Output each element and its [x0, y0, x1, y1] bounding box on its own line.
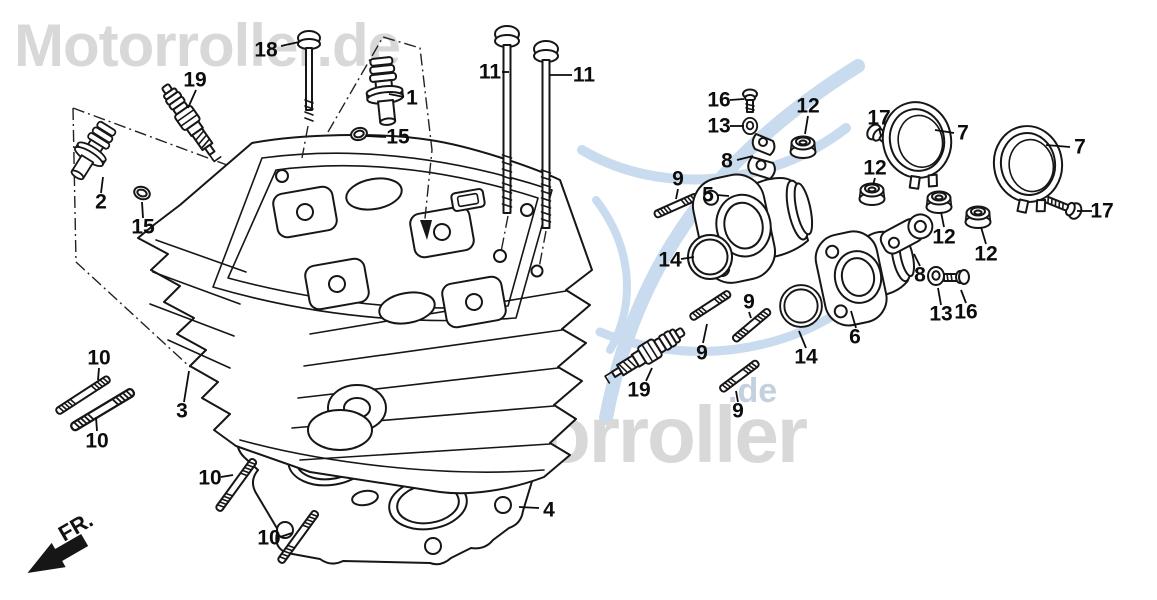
callout-leader-19 [645, 367, 653, 382]
part-6-intake-manifold [814, 230, 915, 327]
callout-label-3: 3 [176, 400, 188, 423]
phantom-lines-front [301, 36, 547, 269]
callout-label-12: 12 [932, 226, 955, 249]
part-12-nut-d [964, 205, 992, 229]
part-2-valve-guide [61, 116, 123, 187]
callout-label-4: 4 [543, 499, 555, 522]
callout-leader-14 [680, 256, 695, 260]
fr-arrow-icon [27, 533, 89, 573]
callout-leader-4 [518, 506, 540, 509]
callout-label-19: 19 [183, 69, 206, 92]
callout-label-15: 15 [386, 126, 410, 149]
callout-label-11: 11 [479, 61, 502, 84]
callout-leader-8 [736, 155, 754, 161]
callout-label-12: 12 [863, 157, 886, 180]
callout-label-14: 14 [658, 249, 682, 272]
callout-leader-9 [702, 323, 708, 344]
callout-label-15: 15 [131, 216, 155, 239]
callout-label-12: 12 [974, 243, 997, 266]
callout-label-18: 18 [254, 39, 278, 62]
part-16-screw-a [742, 88, 758, 113]
callout-leader-9 [675, 188, 679, 200]
callout-leader-13 [937, 287, 942, 306]
callout-label-7: 7 [957, 122, 969, 145]
valve-guide-seat [420, 220, 432, 240]
callout-label-16: 16 [707, 89, 730, 112]
callout-label-8: 8 [914, 264, 926, 287]
callout-label-6: 6 [849, 326, 861, 349]
callout-leader-9 [748, 311, 752, 319]
callout-leader-2 [100, 176, 104, 194]
callout-leader-7 [1045, 144, 1071, 148]
callout-label-2: 2 [95, 191, 107, 214]
callout-leader-10 [279, 532, 293, 538]
callout-label-10: 10 [257, 527, 280, 550]
callout-leader-6 [850, 310, 857, 329]
callout-label-19: 19 [627, 379, 650, 402]
part-9-stud-b [688, 289, 733, 322]
fr-label: FR. [54, 507, 97, 546]
watermark-top-text: Motorroller.de [14, 12, 400, 79]
part-11-long-bolt-b [533, 40, 559, 229]
callout-label-13: 13 [929, 303, 952, 326]
part-12-nut-b [858, 182, 886, 206]
callout-leader-10 [97, 367, 100, 381]
callout-leader-5 [716, 194, 730, 197]
callout-leader-18 [280, 41, 300, 47]
callout-leader-7 [934, 129, 955, 134]
callout-label-12: 12 [796, 95, 819, 118]
callout-leader-10 [220, 474, 234, 478]
callout-leader-12 [940, 211, 945, 228]
callout-leader-12 [980, 226, 987, 245]
part-14-oring-b [779, 284, 823, 328]
callout-label-10: 10 [87, 347, 110, 370]
callout-label-9: 9 [743, 291, 755, 314]
part-8-bracket-b [879, 213, 934, 255]
callout-label-10: 10 [198, 467, 221, 490]
callout-label-9: 9 [696, 342, 708, 365]
callout-label-17: 17 [1090, 200, 1113, 223]
callout-leader-3 [183, 370, 190, 403]
callout-leader-19 [187, 89, 197, 109]
callout-label-7: 7 [1074, 136, 1086, 159]
callout-leader-16 [729, 98, 745, 101]
part-13-washer-a [741, 117, 759, 136]
part-8-bracket-a [747, 133, 776, 180]
callout-label-9: 9 [732, 400, 744, 423]
callout-leader-12 [872, 177, 876, 186]
callout-label-9: 9 [672, 168, 684, 191]
callout-label-11: 11 [573, 64, 596, 87]
callout-label-1: 1 [406, 87, 418, 110]
part-14-oring-a [687, 234, 733, 280]
part-12-nut-c [925, 190, 953, 214]
callout-leader-15 [141, 201, 144, 219]
part-15-oring-b [131, 183, 153, 203]
phantom-lines-back [72, 107, 336, 368]
callout-label-10: 10 [85, 430, 108, 453]
callout-leader-14 [798, 330, 807, 349]
part-3-cylinder-head [137, 133, 593, 495]
callout-leader-17 [878, 127, 882, 137]
callout-label-5: 5 [702, 184, 714, 207]
callout-label-8: 8 [721, 150, 733, 173]
callout-label-13: 13 [707, 115, 730, 138]
part-11-long-bolt-a [494, 25, 520, 214]
callout-leader-16 [960, 289, 967, 304]
part-16-screw-b [943, 269, 970, 285]
callout-leader-8 [913, 253, 921, 267]
callout-leader-1 [388, 93, 405, 98]
callout-leader-15 [365, 135, 387, 138]
part-12-nut-a [789, 135, 817, 159]
part-18-cover-bolt [297, 30, 321, 122]
watermark-layer: Motorroller.de Motorroller .de [14, 12, 865, 479]
part-19-spark-plug-a [155, 79, 226, 167]
callout-label-16: 16 [954, 301, 977, 324]
part-13-washer-b [927, 266, 945, 286]
callout-leader-9 [735, 390, 739, 403]
callout-label-17: 17 [867, 107, 890, 130]
callout-leader-12 [804, 115, 809, 135]
callout-leader-10 [95, 416, 98, 432]
callout-label-14: 14 [794, 346, 818, 369]
